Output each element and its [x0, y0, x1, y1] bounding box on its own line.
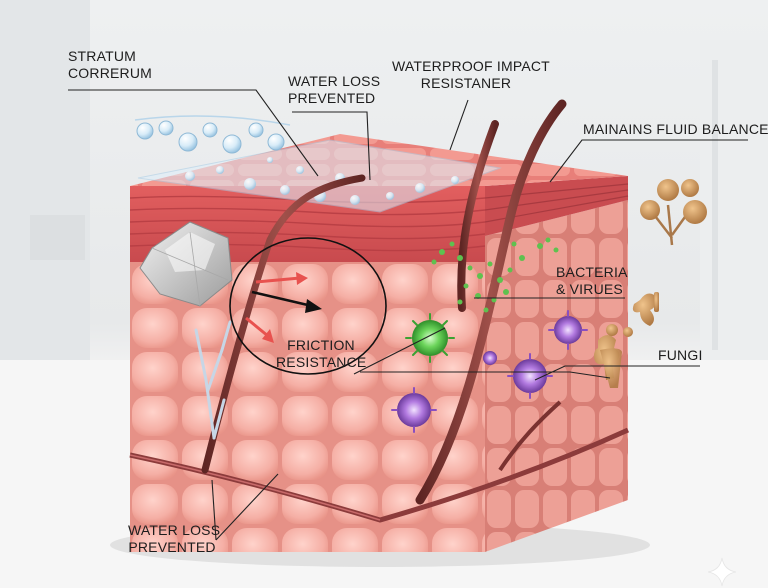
label-fluid-balance-text: MAINAINS FLUID BALANCE — [583, 121, 768, 137]
fungi-cluster-icon — [594, 179, 707, 388]
label-stratum-line1: STRATUM — [68, 48, 137, 64]
green-virus-icon — [405, 313, 455, 363]
label-bacteria-line2: & VIRUES — [556, 281, 623, 297]
label-waterproof-line2: RESISTANER — [420, 75, 512, 91]
friction-indicator — [229, 237, 387, 375]
leader-lines — [68, 89, 748, 541]
label-friction-line2: RESISTANCE — [276, 354, 367, 370]
label-fungi-text: FUNGI — [658, 347, 703, 363]
sparkle-icon — [707, 557, 737, 587]
purple-virus-icon — [391, 310, 588, 433]
bacteria-cluster — [431, 237, 559, 313]
label-water-loss-top-line1: WATER LOSS — [288, 73, 381, 89]
label-fluid-balance: MAINAINS FLUID BALANCE — [583, 121, 768, 138]
label-stratum-correrum: STRATUM CORRERUM — [68, 48, 152, 82]
label-friction-line1: FRICTION — [287, 337, 355, 353]
label-water-loss-bottom-line1: WATER LOSS — [128, 522, 221, 538]
label-stratum-line2: CORRERUM — [68, 65, 153, 81]
label-water-loss-bottom: WATER LOSS PREVENTED — [128, 522, 221, 556]
nerve-branches — [194, 320, 232, 440]
skin-cube — [129, 134, 630, 552]
label-waterproof-line1: WATERPROOF IMPACT — [392, 58, 550, 74]
water-droplets-icon — [134, 115, 291, 154]
label-water-loss-bottom-line2: PREVENTED — [128, 539, 216, 555]
label-fungi: FUNGI — [658, 347, 703, 364]
label-water-loss-top: WATER LOSS PREVENTED — [288, 73, 381, 107]
label-water-loss-top-line2: PREVENTED — [288, 90, 376, 106]
label-bacteria-line1: BACTERIA — [556, 264, 628, 280]
cube-side-face — [485, 200, 628, 552]
label-friction-resistance: FRICTION RESISTANCE — [276, 337, 366, 371]
hexagonal-particle-icon — [139, 221, 233, 307]
label-waterproof-impact: WATERPROOF IMPACT RESISTANER — [392, 58, 550, 92]
label-bacteria-viruses: BACTERIA & VIRUES — [556, 264, 628, 298]
